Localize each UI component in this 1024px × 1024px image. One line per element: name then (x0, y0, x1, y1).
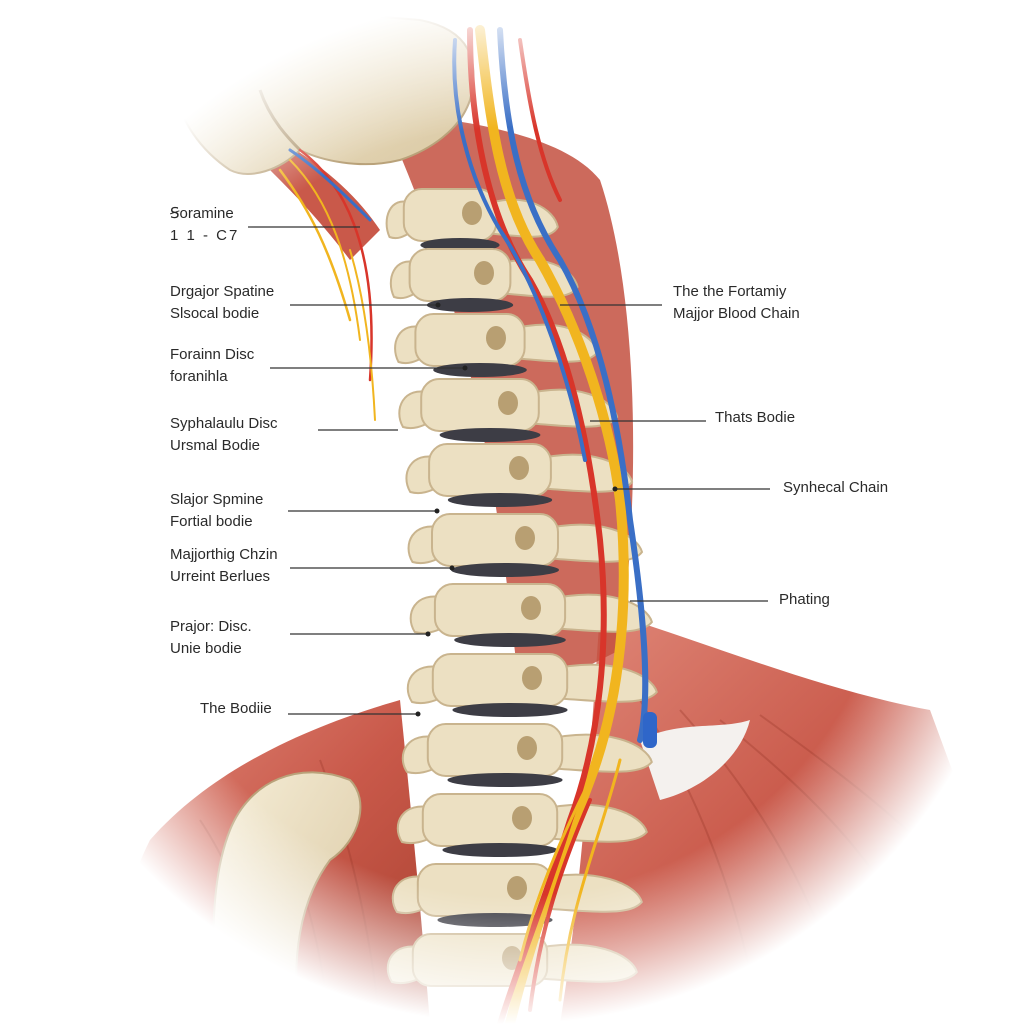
label-left-2-line1: Drgajor Spatine (170, 283, 275, 300)
label-left-7-line2: Unie bodie (170, 640, 242, 657)
label-left-1: Ꞩoramine 1 1 - C7 (170, 203, 239, 247)
label-left-7: Prajor: Disc. Unie bodie (170, 616, 252, 660)
label-left-2: Drgajor Spatine Slsocal bodie (170, 281, 274, 325)
label-right-1: The the Fortamiy Majjor Blood Chain (673, 281, 800, 325)
label-left-8: The Bodiie (200, 698, 272, 720)
label-left-4-line1: Syphalaulu Disc (170, 415, 278, 432)
label-right-4-line1: Phating (779, 591, 830, 608)
label-right-4: Phating (779, 589, 830, 611)
label-left-2-line2: Slsocal bodie (170, 305, 260, 322)
label-left-3-line1: Forainn Disc (170, 346, 255, 363)
label-left-3: Forainn Disc foranihla (170, 344, 254, 388)
label-right-3: Synhecal Chain (783, 477, 888, 499)
label-left-7-line1: Prajor: Disc. (170, 618, 252, 635)
label-left-5-line1: Slajor Spmine (170, 491, 264, 508)
label-left-8-line1: The Bodiie (200, 700, 272, 717)
label-right-1-line2: Majjor Blood Chain (673, 305, 800, 322)
label-left-6-line2: Urreint Berlues (170, 568, 271, 585)
label-right-2-line1: Thats Bodie (715, 409, 796, 426)
label-left-6: Majjorthig Chzin Urreint Berlues (170, 544, 278, 588)
label-right-3-line1: Synhecal Chain (783, 479, 889, 496)
label-left-4-line2: Ursmal Bodie (170, 437, 261, 454)
label-left-5-line2: Fortial bodie (170, 513, 253, 530)
label-left-6-line1: Majjorthig Chzin (170, 546, 278, 563)
label-left-3-line2: foranihla (170, 368, 228, 385)
label-right-1-line1: The the Fortamiy (673, 283, 787, 300)
label-left-1-line2: 1 1 - C7 (170, 227, 240, 244)
label-left-1-line1: Ꞩoramine (170, 205, 234, 222)
label-left-5: Slajor Spmine Fortial bodie (170, 489, 263, 533)
label-left-4: Syphalaulu Disc Ursmal Bodie (170, 413, 278, 457)
label-right-2: Thats Bodie (715, 407, 795, 429)
